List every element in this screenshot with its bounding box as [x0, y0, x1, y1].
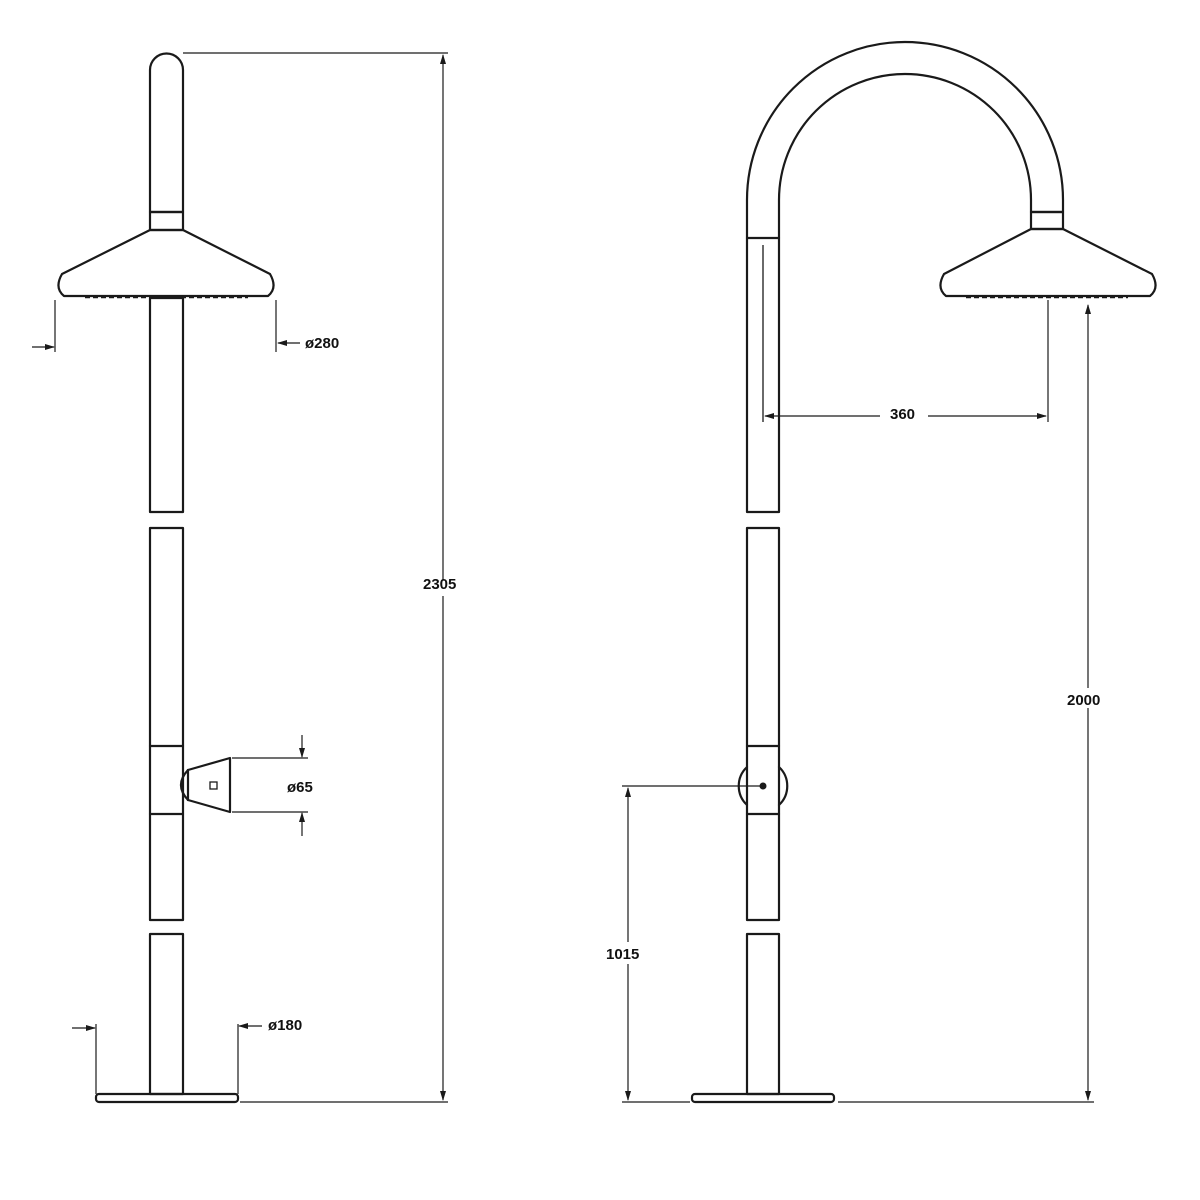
front-mixer-lever [186, 756, 232, 814]
front-mixer-body [179, 768, 190, 802]
front-base-diameter-label: ø180 [268, 1017, 302, 1034]
front-collar [148, 210, 185, 232]
side-pipe-segment-3 [745, 932, 781, 1096]
front-mixer-diameter-label: ø65 [287, 779, 313, 796]
front-pipe-segment-3 [148, 932, 185, 1096]
side-gooseneck-arm [745, 40, 1065, 514]
front-view: ø280 2305 ø65 ø180 [32, 52, 456, 1104]
side-collar [1029, 210, 1065, 231]
side-pipe-segment-2 [745, 526, 781, 922]
side-base-plate [690, 1092, 836, 1104]
front-overall-height-label: 2305 [423, 576, 456, 593]
side-arm-reach-label: 360 [890, 406, 915, 423]
side-mixer-height-label: 1015 [606, 946, 639, 963]
front-pipe-segment-1 [148, 296, 185, 514]
front-mixer-indicator [209, 781, 218, 790]
front-pipe-segment-2 [148, 526, 185, 922]
side-view: 360 2000 1015 [606, 40, 1157, 1104]
front-shower-head [57, 228, 275, 298]
front-head-diameter-label: ø280 [305, 335, 339, 352]
side-shower-head [939, 227, 1157, 298]
front-base-plate [94, 1092, 240, 1104]
front-upper-pipe [148, 52, 185, 214]
side-head-height-label: 2000 [1067, 692, 1100, 709]
